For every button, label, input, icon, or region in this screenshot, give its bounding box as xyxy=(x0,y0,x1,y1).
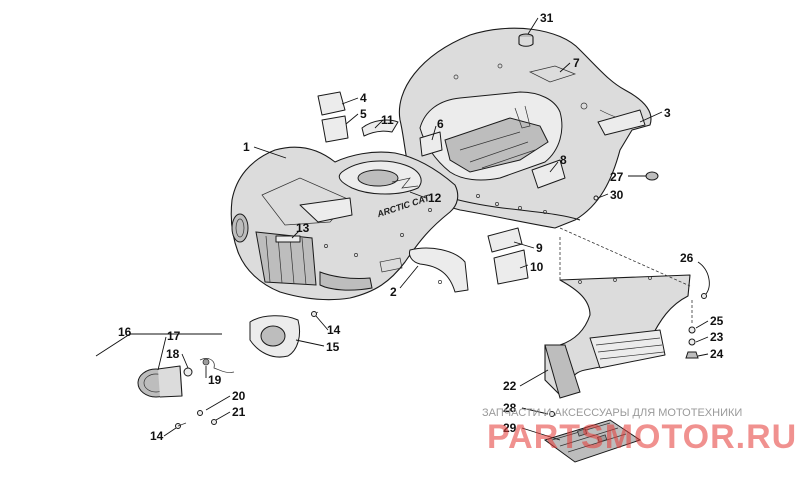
callout-23: 23 xyxy=(710,330,724,344)
callout-31: 31 xyxy=(540,11,554,25)
callout-15: 15 xyxy=(326,340,340,354)
callout-22: 22 xyxy=(503,379,517,393)
callout-17: 17 xyxy=(167,329,181,343)
watermark-tagline: ЗАПЧАСТИ И АКСЕССУАРЫ ДЛЯ МОТОТЕХНИКИ xyxy=(482,407,742,419)
side-decal-upper xyxy=(317,91,349,143)
callout-25: 25 xyxy=(710,314,724,328)
callout-27: 27 xyxy=(610,170,624,184)
callout-12: 12 xyxy=(428,191,442,205)
callout-13: 13 xyxy=(296,221,310,235)
callout-1: 1 xyxy=(243,140,250,154)
callout-5: 5 xyxy=(360,107,367,121)
front-fender-liner xyxy=(409,247,469,293)
footwell-panel xyxy=(544,274,691,399)
callout-6: 6 xyxy=(437,117,444,131)
callout-28: 28 xyxy=(503,401,517,415)
callout-20: 20 xyxy=(232,389,246,403)
callout-14-lower: 14 xyxy=(150,429,164,443)
hood-decal xyxy=(361,119,399,137)
headlight-bezel xyxy=(249,315,301,358)
fasteners xyxy=(175,171,707,429)
front-body-panel xyxy=(230,146,459,301)
callout-18: 18 xyxy=(166,347,180,361)
callout-14-upper: 14 xyxy=(327,323,341,337)
fuel-cap xyxy=(518,33,534,47)
callout-24: 24 xyxy=(710,347,724,361)
callout-7: 7 xyxy=(573,56,580,70)
callout-2: 2 xyxy=(390,285,397,299)
callout-8: 8 xyxy=(560,153,567,167)
watermark-brand: PARTSMOTOR.RU xyxy=(487,418,797,456)
watermark: ЗАПЧАСТИ И АКСЕССУАРЫ ДЛЯ МОТОТЕХНИКИ PA… xyxy=(482,407,797,456)
headlight-assembly xyxy=(137,358,235,398)
callout-26: 26 xyxy=(680,251,694,265)
callout-21: 21 xyxy=(232,405,246,419)
callout-4: 4 xyxy=(360,91,367,105)
callout-10: 10 xyxy=(530,260,544,274)
callout-9: 9 xyxy=(536,241,543,255)
callout-30: 30 xyxy=(610,188,624,202)
skid-plate xyxy=(543,419,642,463)
callout-29: 29 xyxy=(503,421,517,435)
callout-3: 3 xyxy=(664,106,671,120)
fender-decals xyxy=(487,227,529,285)
callout-11: 11 xyxy=(381,113,394,127)
rear-body-panel xyxy=(398,27,652,229)
callouts: 1 2 3 4 5 6 7 8 9 10 11 12 13 xyxy=(95,11,724,443)
rear-decal xyxy=(531,159,566,189)
callout-19: 19 xyxy=(208,373,222,387)
callout-16: 16 xyxy=(118,325,132,339)
